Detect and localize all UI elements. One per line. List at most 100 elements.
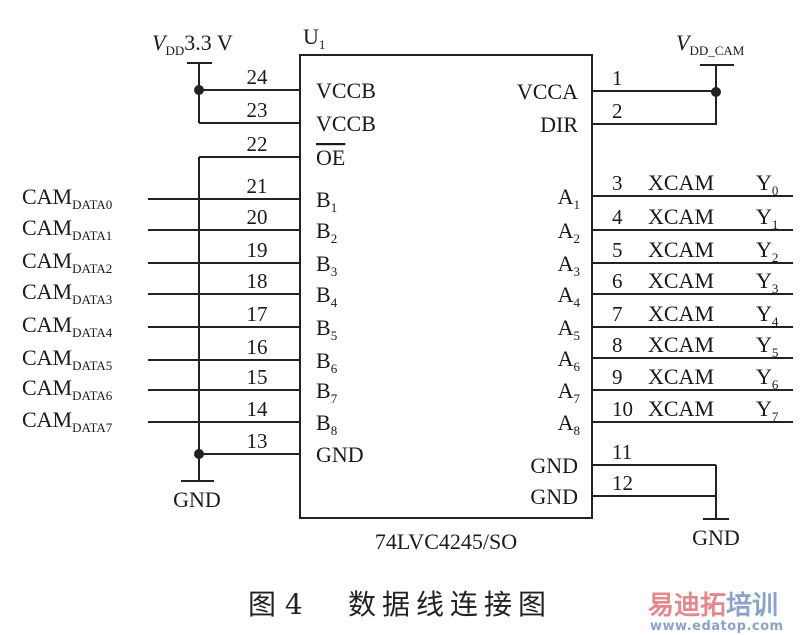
vdd-3v3-power-symbol xyxy=(187,62,212,123)
pin-number: 18 xyxy=(247,269,268,293)
net-label: XCAM xyxy=(648,170,714,195)
pin-number: 1 xyxy=(612,66,623,90)
net-label: CAMDATA0 xyxy=(22,184,112,212)
gnd-right-label: GND xyxy=(692,525,740,550)
vdd-cam-label: VDD_CAM xyxy=(676,30,745,58)
chip-body xyxy=(299,54,593,519)
svg-text:易迪拓培训: 易迪拓培训 xyxy=(648,591,778,621)
net-label: CAMDATA4 xyxy=(22,312,113,340)
pin-name: A5 xyxy=(558,315,580,343)
watermark-url: www.edatop.com xyxy=(650,619,784,634)
pin-number: 3 xyxy=(612,171,623,195)
net-suffix: Y6 xyxy=(756,364,779,392)
net-suffix: Y3 xyxy=(756,268,778,296)
pin-number: 16 xyxy=(247,335,268,359)
pin-name: A8 xyxy=(558,410,580,438)
right-pin-4: 4A2 XCAM Y1 xyxy=(558,204,793,246)
net-label: XCAM xyxy=(648,396,714,421)
left-gnd-rail xyxy=(181,157,214,482)
net-label: CAMDATA5 xyxy=(22,345,112,373)
net-label: XCAM xyxy=(648,204,714,229)
net-label: CAMDATA3 xyxy=(22,279,112,307)
pin-name: GND xyxy=(530,453,578,478)
right-gnd-rail xyxy=(703,465,729,520)
watermark-brand-part1: 易迪拓 xyxy=(648,591,726,621)
net-suffix: Y7 xyxy=(756,396,779,424)
pin-number: 20 xyxy=(247,205,268,229)
net-label: XCAM xyxy=(648,237,714,262)
pin-number: 4 xyxy=(612,205,623,229)
watermark-brand-part2: 培训 xyxy=(726,591,778,621)
net-label: XCAM xyxy=(648,332,714,357)
net-label: CAMDATA6 xyxy=(22,375,113,403)
net-suffix: Y1 xyxy=(756,204,778,232)
right-pin-9: 9A7 XCAM Y6 xyxy=(558,364,793,406)
right-pin-3: 3A1 XCAM Y0 xyxy=(558,170,793,212)
net-label: XCAM xyxy=(648,268,714,293)
figure-caption-number: 图 4 xyxy=(248,588,303,621)
pin-number: 9 xyxy=(612,365,623,389)
net-suffix: Y0 xyxy=(756,170,778,198)
figure-caption-title: 数据线连接图 xyxy=(348,588,552,621)
vdd-cam-power-symbol xyxy=(700,64,734,125)
vdd-3v3-label: VDD3.3 V xyxy=(152,30,233,58)
pin-number: 24 xyxy=(247,65,269,89)
pin-number: 8 xyxy=(612,333,623,357)
pin-name: GND xyxy=(316,442,364,467)
pin-number: 12 xyxy=(612,471,633,495)
pin-name: VCCB xyxy=(316,111,376,136)
pin-name: B3 xyxy=(316,251,337,279)
pin-name: GND xyxy=(530,484,578,509)
pin-name: B6 xyxy=(316,348,338,376)
pin-name: A2 xyxy=(558,218,580,246)
pin-number: 21 xyxy=(247,174,268,198)
pin-number: 23 xyxy=(247,98,268,122)
pin-number: 15 xyxy=(247,365,268,389)
pin-number: 10 xyxy=(612,397,633,421)
pin-name: DIR xyxy=(540,112,578,137)
pin-number: 6 xyxy=(612,269,623,293)
pin-name: B7 xyxy=(316,378,338,406)
net-label: CAMDATA2 xyxy=(22,248,112,276)
pin-name: B5 xyxy=(316,315,337,343)
pin-name: A1 xyxy=(558,184,580,212)
pin-number: 2 xyxy=(612,99,623,123)
pin-name: VCCA xyxy=(517,79,578,104)
gnd-left-label: GND xyxy=(173,487,221,512)
pin-name: A7 xyxy=(558,378,581,406)
net-suffix: Y5 xyxy=(756,332,778,360)
net-label: XCAM xyxy=(648,301,714,326)
pin-name: B8 xyxy=(316,410,337,438)
pin-name: OE xyxy=(316,145,345,170)
pin-name: B4 xyxy=(316,282,338,310)
pin-number: 22 xyxy=(247,132,268,156)
left-pins: 24VCCB23VCCB22OE21B1CAMDATA020B2CAMDATA1… xyxy=(22,65,376,467)
pin-name: A3 xyxy=(558,251,580,279)
pin-number: 13 xyxy=(247,429,268,453)
net-label: XCAM xyxy=(648,364,714,389)
pin-number: 7 xyxy=(612,302,623,326)
chip-ref: U1 xyxy=(303,24,325,52)
pin-number: 17 xyxy=(247,302,268,326)
pin-name: B1 xyxy=(316,187,337,215)
pin-name: VCCB xyxy=(316,78,376,103)
